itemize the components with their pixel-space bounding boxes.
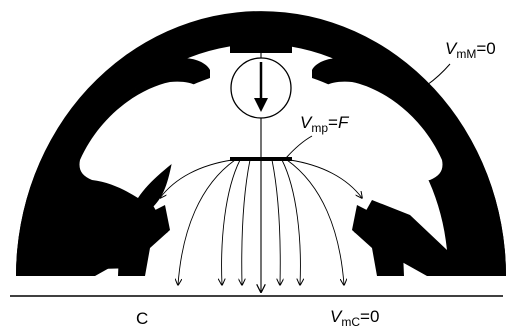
flow-line (271, 159, 280, 285)
contact-plate (230, 157, 292, 161)
flow-lines (160, 159, 362, 285)
flow-line (222, 159, 241, 285)
flow-line (160, 159, 233, 198)
inner-rib-right (312, 58, 486, 276)
right-pole-tip (352, 205, 404, 276)
flow-line (289, 159, 362, 198)
label-vmm: VmM=0 (445, 39, 496, 61)
label-vmp: Vmp=F (300, 113, 349, 135)
flow-line (242, 159, 251, 285)
window-left (79, 81, 209, 198)
label-c-point: C (136, 309, 149, 328)
label-vmc: VmC=0 (330, 307, 380, 329)
inner-rib-left (36, 58, 210, 276)
vmm-leader (426, 63, 451, 86)
circle-with-down-arrow-icon (230, 57, 292, 119)
window-right (313, 81, 443, 198)
flow-line (286, 159, 344, 285)
top-pole (230, 38, 292, 53)
flow-line (281, 159, 300, 285)
vmp-leader (285, 135, 313, 159)
flow-line (178, 159, 236, 285)
left-pole-tip (118, 205, 170, 276)
